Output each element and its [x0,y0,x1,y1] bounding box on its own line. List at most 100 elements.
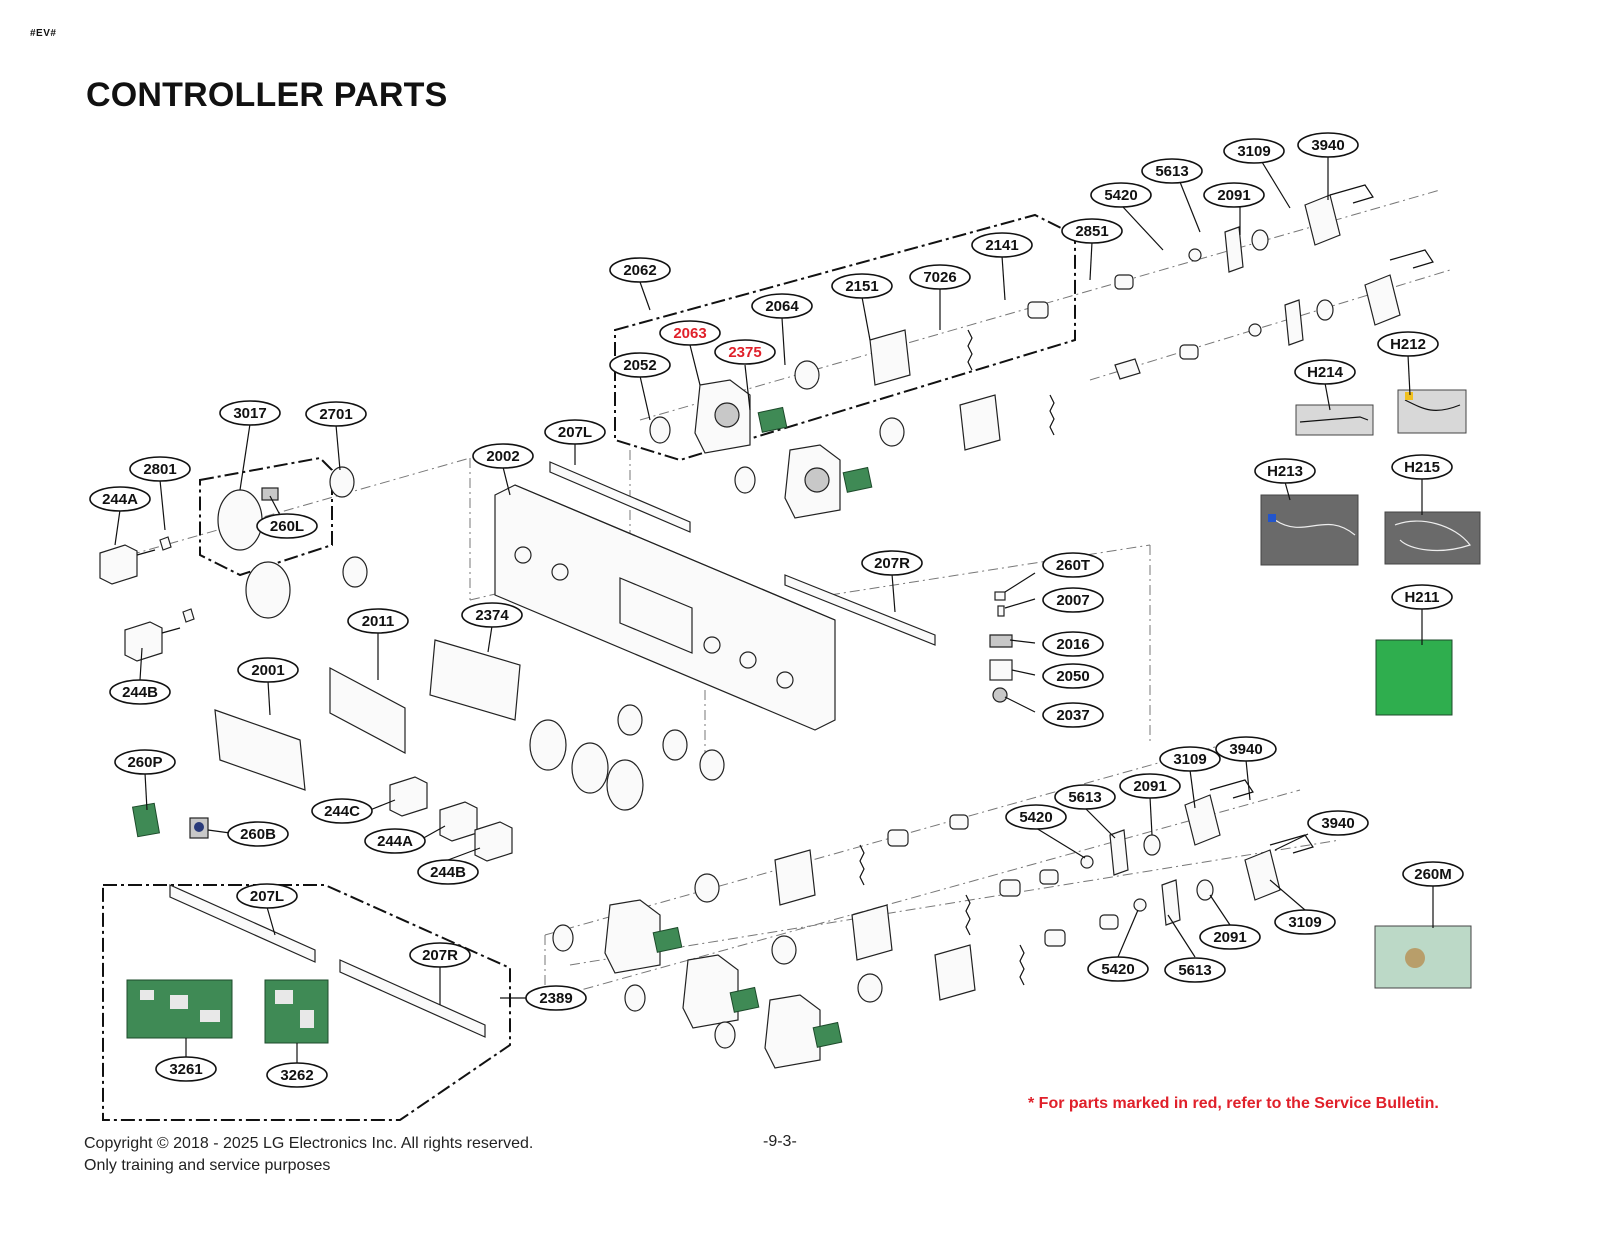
harness-photo-h211 [1375,639,1453,716]
callout-207R: 207R [409,942,471,968]
callout-260T: 260T [1042,552,1104,578]
callout-H214: H214 [1294,359,1356,385]
callout-207L: 207L [544,419,606,445]
callout-3109: 3109 [1274,909,1336,935]
callout-3109: 3109 [1159,746,1221,772]
callout-label: 2151 [845,278,878,295]
knob [99,544,138,585]
callout-label: 244A [377,833,413,850]
callout-label: 2052 [623,357,656,374]
callout-label: 2016 [1056,636,1089,653]
callout-label: 3109 [1288,914,1321,931]
callout-2007: 2007 [1042,587,1104,613]
callout-2062: 2062 [609,257,671,283]
callout-2016: 2016 [1042,631,1104,657]
callout-label: 3940 [1229,741,1262,758]
callout-label: 2037 [1056,707,1089,724]
spring-bracket [869,329,911,386]
callout-2063: 2063 [659,320,721,346]
callout-3261: 3261 [155,1056,217,1082]
callout-label: H214 [1307,364,1344,381]
callout-3017: 3017 [219,400,281,426]
harness-photo-h213 [1260,494,1359,566]
callout-label: 5420 [1101,961,1134,978]
callout-label: 5613 [1178,962,1211,979]
callout-label: 2002 [486,448,519,465]
callout-label: 2007 [1056,592,1089,609]
callout-label: 260M [1414,866,1452,883]
trim-left [549,461,691,533]
callout-244C: 244C [311,798,373,824]
callout-label: 2375 [728,344,761,361]
copyright-line-1: Copyright © 2018 - 2025 LG Electronics I… [84,1135,534,1152]
callout-label: 3109 [1237,143,1270,160]
callout-3109: 3109 [1223,138,1285,164]
callout-H215: H215 [1391,454,1453,480]
callout-H211: H211 [1391,584,1453,610]
sensor-stack [989,591,1013,703]
page-number: -9-3- [763,1133,797,1150]
callout-260B: 260B [227,821,289,847]
callout-5420: 5420 [1090,182,1152,208]
callout-3940: 3940 [1215,736,1277,762]
callout-label: 260B [240,826,276,843]
callout-label: 2063 [673,325,706,342]
callout-2375: 2375 [714,339,776,365]
callout-label: 2141 [985,237,1018,254]
callout-label: 5613 [1155,163,1188,180]
callout-label: 5613 [1068,789,1101,806]
callout-label: 5420 [1019,809,1052,826]
callout-label: 244A [102,491,138,508]
upper-dial-assembly [649,184,1434,519]
control-panel [494,461,936,731]
group-outline-left-knob [199,456,333,577]
callout-label: 207R [874,555,910,572]
callout-label: 2091 [1213,929,1246,946]
callout-label: H215 [1404,459,1440,476]
callout-2091: 2091 [1199,924,1261,950]
callout-label: 2011 [362,613,395,630]
callout-260M: 260M [1402,861,1464,887]
callout-label: 2091 [1217,187,1250,204]
callout-244A: 244A [89,486,151,512]
callout-2851: 2851 [1061,218,1123,244]
callout-label: 260L [270,518,304,535]
harness-photos [1260,389,1481,989]
callout-2701: 2701 [305,401,367,427]
callout-label: 3017 [233,405,266,422]
callout-label: 260T [1056,557,1090,574]
callout-207L: 207L [236,883,298,909]
callout-label: H212 [1390,336,1426,353]
callout-5613: 5613 [1054,784,1116,810]
callout-3262: 3262 [266,1062,328,1088]
callout-2001: 2001 [237,657,299,683]
led-block [261,487,279,501]
pcb-holder [429,639,521,721]
callout-label: 207R [422,947,458,964]
callout-label: 2091 [1133,778,1166,795]
callout-244A: 244A [364,828,426,854]
callout-3940: 3940 [1297,132,1359,158]
callout-label: 207L [250,888,284,905]
callout-3940: 3940 [1307,810,1369,836]
callout-2091: 2091 [1203,182,1265,208]
dial-gear [794,360,820,390]
callout-244B: 244B [417,859,479,885]
callout-label: 2389 [539,990,572,1007]
service-bulletin-note: * For parts marked in red, refer to the … [1028,1095,1439,1112]
callout-label: 2851 [1075,223,1108,240]
harness-photo-h214 [1295,404,1374,436]
callout-5420: 5420 [1005,804,1067,830]
shaft-adapter [1027,301,1049,319]
callout-2141: 2141 [971,232,1033,258]
callout-2052: 2052 [609,352,671,378]
callout-2037: 2037 [1042,702,1104,728]
lower-dial-assembly [552,779,1314,1069]
trim-right [784,574,936,646]
callout-label: 2062 [623,262,656,279]
callout-label: 3262 [280,1067,313,1084]
spring [967,329,973,371]
callout-260P: 260P [114,749,176,775]
